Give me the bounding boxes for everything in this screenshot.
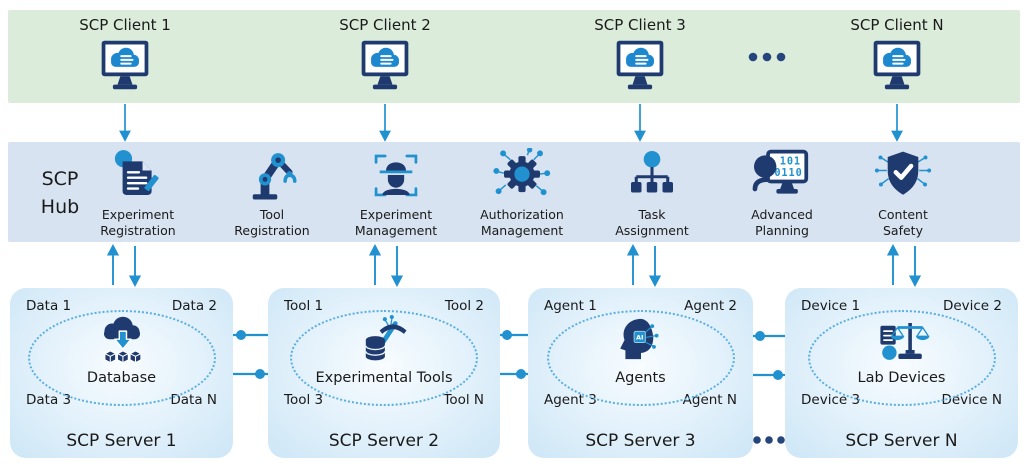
corner-label: Data 2 <box>171 298 217 314</box>
scp-client-3: SCP Client 3 <box>560 16 720 97</box>
hub-item-content-safety: Content Safety <box>841 146 965 240</box>
client-label: SCP Client 2 <box>339 16 431 34</box>
cloud-database-icon <box>93 314 151 372</box>
ai-head-icon: AI <box>613 314 669 370</box>
monitor-cloud-icon <box>610 37 670 93</box>
client-band <box>8 10 1020 103</box>
monitor-cloud-icon <box>355 37 415 93</box>
server-center-label: Lab Devices <box>857 370 946 386</box>
corner-label: Data N <box>170 392 217 408</box>
hub-item-label: Experiment Management <box>354 207 438 239</box>
lab-scale-icon <box>873 314 931 372</box>
hub-item-label: Task Assignment <box>615 207 689 239</box>
client-to-hub-arrows <box>119 104 903 142</box>
server-name: SCP Server N <box>845 431 958 451</box>
binary-text-line2: 0110 <box>774 167 802 179</box>
scp-client-2: SCP Client 2 <box>305 16 465 97</box>
server-name: SCP Server 3 <box>585 431 696 451</box>
hub-item-label: Tool Registration <box>234 207 310 239</box>
corner-label: Device 1 <box>801 298 861 314</box>
scp-client-1: SCP Client 1 <box>45 16 205 97</box>
client-label: SCP Client 3 <box>594 16 686 34</box>
robot-arm-icon <box>210 146 334 204</box>
hub-item-label: Authorization Management <box>480 207 564 239</box>
client-label: SCP Client 1 <box>79 16 171 34</box>
hub-title: SCP Hub <box>40 168 80 218</box>
org-tree-icon <box>590 146 714 204</box>
scp-server-2: Tool 1 Tool 2 Tool 3 Tool N Experimental… <box>268 288 500 458</box>
corner-label: Tool 1 <box>284 298 324 314</box>
hub-band <box>8 142 1020 242</box>
scp-server-n: Device 1 Device 2 Device 3 Device N Lab … <box>785 288 1018 458</box>
hub-item-task-assignment: Task Assignment <box>590 146 714 240</box>
scp-client-n: SCP Client N <box>817 16 977 97</box>
hub-item-label: Advanced Planning <box>751 207 813 239</box>
servers-ellipsis-icon <box>753 436 785 444</box>
ai-chip-text: AI <box>635 334 642 342</box>
dashed-ellipse <box>546 310 735 406</box>
hub-item-label: Experiment Registration <box>100 207 176 239</box>
hub-item-authorization-management: Authorization Management <box>460 146 584 240</box>
corner-label: Agent 2 <box>684 298 737 314</box>
corner-label: Tool 2 <box>444 298 484 314</box>
scp-server-3: Agent 1 Agent 2 Agent 3 Agent N AI Agent… <box>528 288 753 458</box>
dashed-ellipse <box>27 310 216 406</box>
hub-item-label: Content Safety <box>878 207 928 239</box>
hub-item-tool-registration: Tool Registration <box>210 146 334 240</box>
corner-label: Data 3 <box>26 392 72 408</box>
server-name: SCP Server 2 <box>328 431 440 451</box>
corner-label: Device 2 <box>942 298 1002 314</box>
binary-text-line1: 101 <box>780 156 801 168</box>
corner-label: Tool N <box>443 392 484 408</box>
hub-item-experiment-registration: Experiment Registration <box>76 146 200 240</box>
server-center-label: Agents <box>615 370 666 386</box>
gear-network-icon <box>460 146 584 204</box>
monitor-cloud-icon <box>867 37 927 93</box>
shield-check-icon <box>841 146 965 204</box>
document-pencil-icon <box>76 146 200 204</box>
face-scan-icon <box>334 146 458 204</box>
dashed-ellipse <box>807 310 996 406</box>
client-label: SCP Client N <box>850 16 944 34</box>
hub-item-advanced-planning: 101 0110 Advanced Planning <box>720 146 844 240</box>
corner-label: Tool 3 <box>284 392 324 408</box>
dashed-ellipse <box>290 310 478 406</box>
scp-server-1: Data 1 Data 2 Data 3 Data N Database SCP… <box>10 288 233 458</box>
monitor-cloud-icon <box>95 37 155 93</box>
pickaxe-database-icon <box>356 314 412 370</box>
server-center-label: Experimental Tools <box>315 370 453 386</box>
corner-label: Agent 1 <box>544 298 597 314</box>
planning-monitor-icon: 101 0110 <box>720 146 844 204</box>
corner-label: Data 1 <box>26 298 72 314</box>
hub-server-arrows <box>106 243 922 288</box>
server-center-label: Database <box>86 370 157 386</box>
hub-item-experiment-management: Experiment Management <box>334 146 458 240</box>
server-name: SCP Server 1 <box>66 431 177 451</box>
